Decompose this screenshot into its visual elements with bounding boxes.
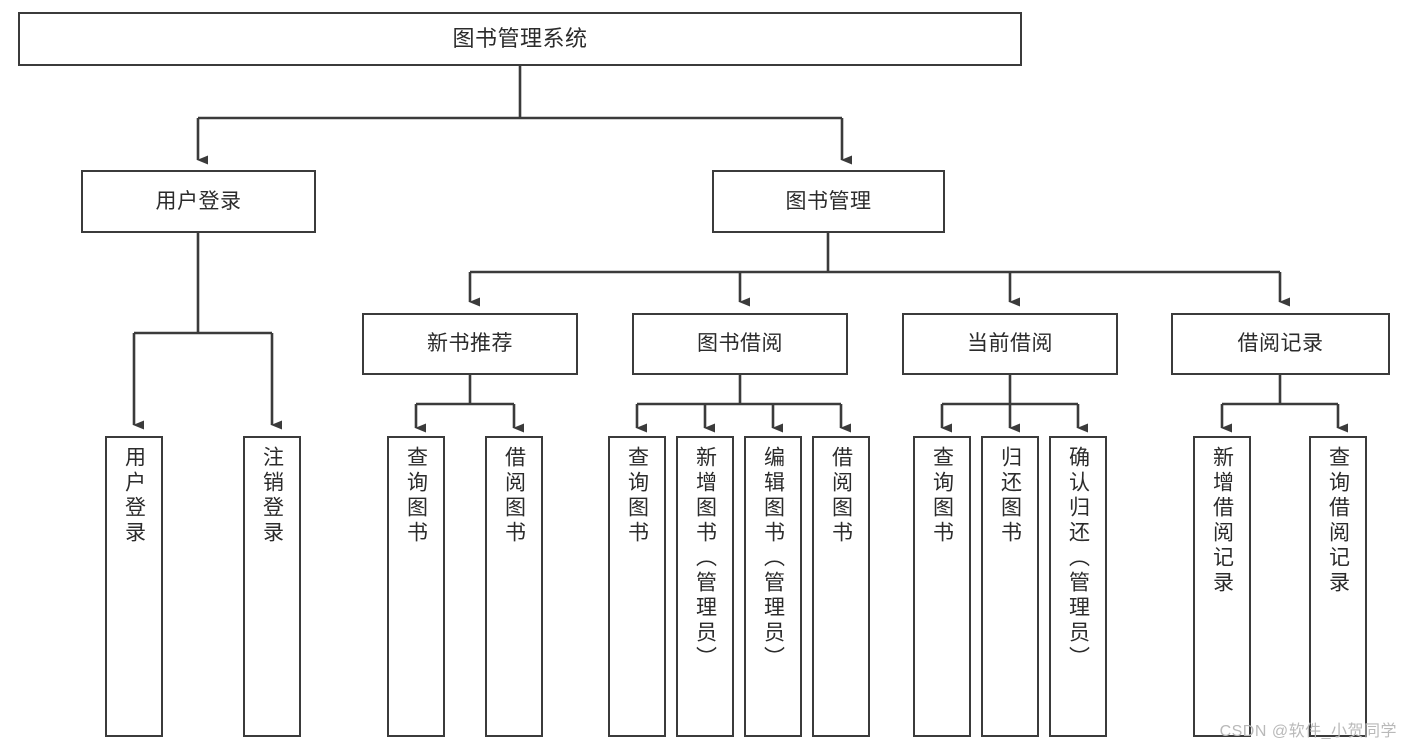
node-user-login-label: 用户登录 [155, 189, 242, 213]
node-root-label: 图书管理系统 [452, 25, 588, 51]
node-leaf-query-book-1[interactable]: 查询图书 [387, 436, 445, 737]
node-leaf-query-record-label: 查询借阅记录 [1326, 446, 1350, 596]
node-leaf-add-record[interactable]: 新增借阅记录 [1193, 436, 1251, 737]
node-leaf-edit-book-label: 编辑图书（管理员） [761, 446, 785, 671]
node-new-book-recommend-label: 新书推荐 [427, 332, 513, 356]
node-user-login[interactable]: 用户登录 [81, 170, 316, 233]
node-current-borrow[interactable]: 当前借阅 [902, 313, 1118, 375]
node-leaf-query-book-3[interactable]: 查询图书 [913, 436, 971, 737]
node-leaf-confirm-return-label: 确认归还（管理员） [1066, 446, 1090, 671]
node-book-borrow-label: 图书借阅 [697, 332, 783, 356]
node-leaf-user-login[interactable]: 用户登录 [105, 436, 163, 737]
node-book-management[interactable]: 图书管理 [712, 170, 945, 233]
node-leaf-logout-label: 注销登录 [260, 446, 284, 546]
node-leaf-query-book-3-label: 查询图书 [930, 446, 954, 546]
node-leaf-add-book[interactable]: 新增图书（管理员） [676, 436, 734, 737]
node-current-borrow-label: 当前借阅 [967, 332, 1053, 356]
node-leaf-edit-book[interactable]: 编辑图书（管理员） [744, 436, 802, 737]
node-leaf-logout[interactable]: 注销登录 [243, 436, 301, 737]
node-leaf-query-book-2-label: 查询图书 [625, 446, 649, 546]
node-leaf-borrow-book-2[interactable]: 借阅图书 [812, 436, 870, 737]
node-leaf-return-book-label: 归还图书 [998, 446, 1022, 546]
node-leaf-add-book-label: 新增图书（管理员） [693, 446, 717, 671]
node-leaf-borrow-book-1-label: 借阅图书 [502, 446, 526, 546]
node-leaf-borrow-book-2-label: 借阅图书 [829, 446, 853, 546]
node-leaf-confirm-return[interactable]: 确认归还（管理员） [1049, 436, 1107, 737]
node-root[interactable]: 图书管理系统 [18, 12, 1022, 66]
node-borrow-record-label: 借阅记录 [1237, 332, 1324, 356]
node-leaf-query-record[interactable]: 查询借阅记录 [1309, 436, 1367, 737]
node-leaf-user-login-label: 用户登录 [122, 446, 146, 546]
node-leaf-query-book-1-label: 查询图书 [404, 446, 428, 546]
node-book-management-label: 图书管理 [785, 189, 872, 213]
node-leaf-add-record-label: 新增借阅记录 [1210, 446, 1234, 596]
node-new-book-recommend[interactable]: 新书推荐 [362, 313, 578, 375]
node-borrow-record[interactable]: 借阅记录 [1171, 313, 1390, 375]
watermark-text: CSDN @软件_小贺同学 [1219, 723, 1397, 740]
node-book-borrow[interactable]: 图书借阅 [632, 313, 848, 375]
node-leaf-return-book[interactable]: 归还图书 [981, 436, 1039, 737]
node-leaf-query-book-2[interactable]: 查询图书 [608, 436, 666, 737]
node-leaf-borrow-book-1[interactable]: 借阅图书 [485, 436, 543, 737]
